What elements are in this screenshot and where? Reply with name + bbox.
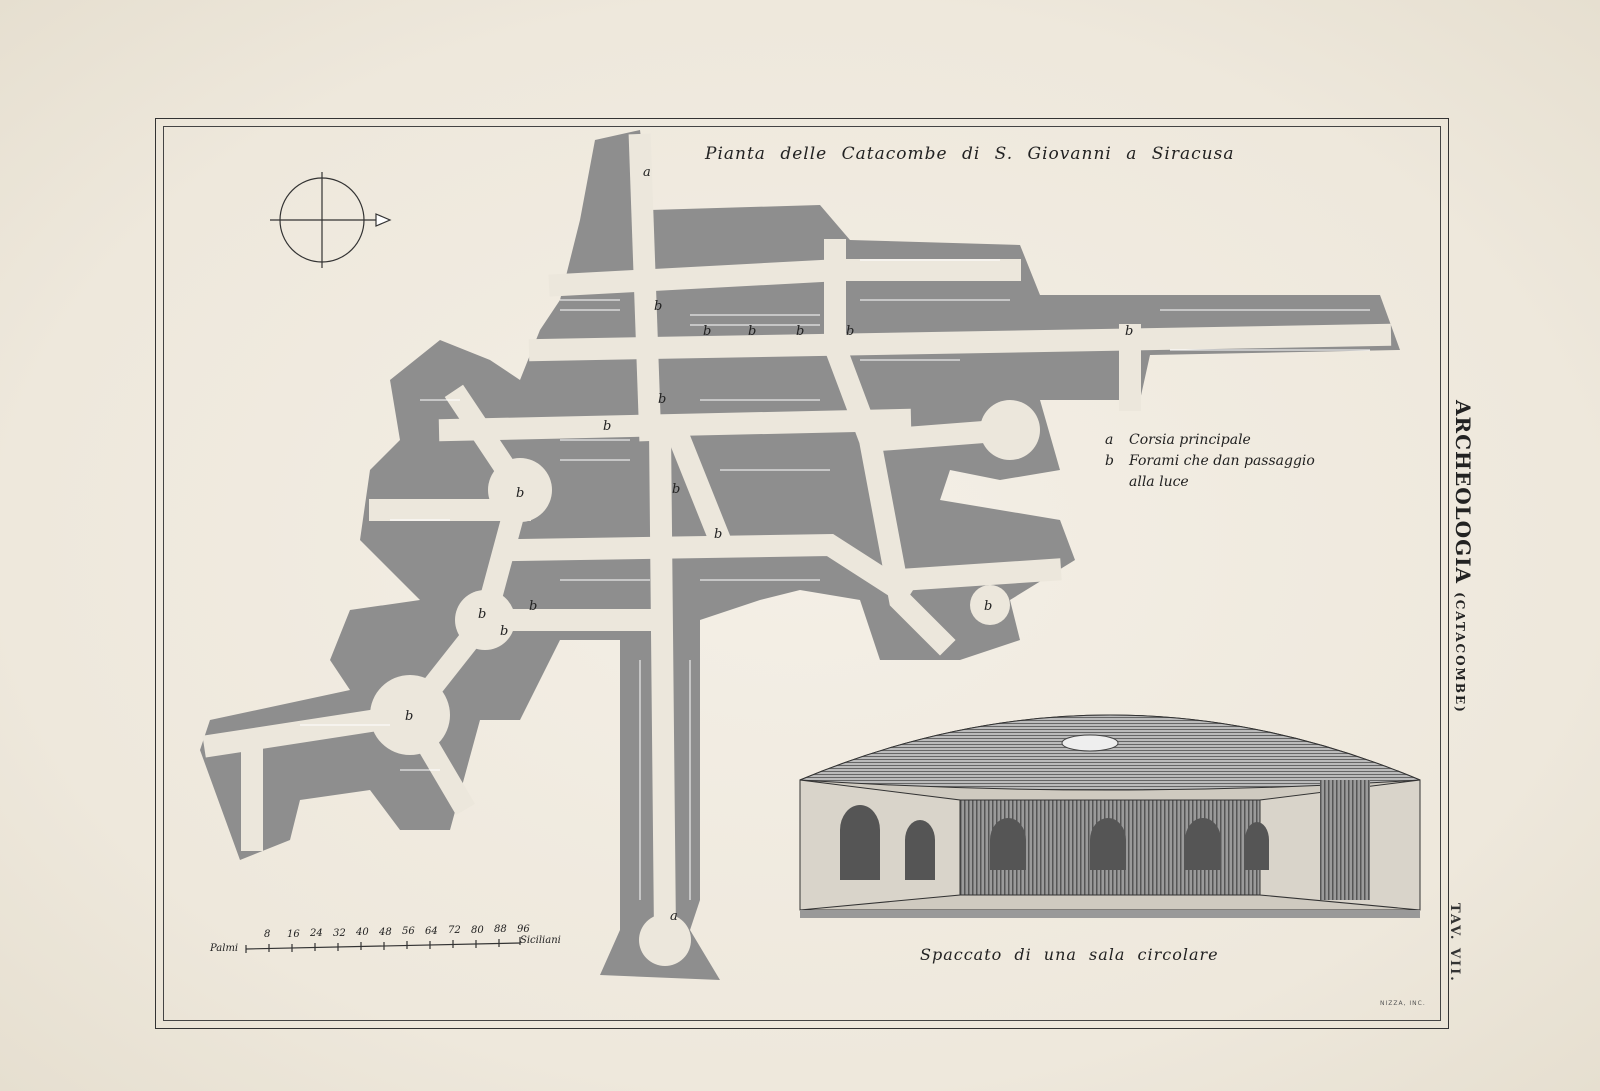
scale-tick-label: 48	[379, 926, 392, 938]
scale-tick-label: 40	[356, 927, 369, 938]
legend-text: alla luce	[1129, 474, 1189, 490]
scale-tick-label: 88	[494, 924, 507, 935]
scale-tick-label: 56	[402, 926, 415, 937]
plate-frame-outer	[155, 118, 1449, 1029]
marker-a: a	[670, 909, 678, 924]
inset-caption: Spaccato di una sala circolare	[920, 945, 1219, 964]
marker-b: b	[714, 527, 722, 542]
scale-bar	[245, 937, 521, 953]
plan-title: Pianta delle Catacombe di S. Giovanni a …	[705, 144, 1235, 164]
scale-tick-label: 32	[333, 927, 346, 939]
side-title-sub: (CATACOMBE)	[1453, 592, 1467, 714]
marker-b: b	[478, 607, 486, 622]
marker-b: b	[846, 324, 854, 339]
marker-b: b	[672, 482, 680, 497]
markers: a a b b b b b b b b b b b b b b b b	[405, 165, 1133, 924]
scale-tick-label: 80	[471, 924, 484, 936]
side-title-main: ARCHEOLOGIA	[1451, 400, 1475, 585]
loculi	[300, 259, 1370, 900]
legend-item-a: a Corsia principale	[1105, 430, 1315, 451]
marker-b: b	[703, 324, 711, 339]
side-title: ARCHEOLOGIA (CATACOMBE)	[1451, 400, 1475, 714]
marker-b: b	[984, 599, 992, 614]
compass-icon	[270, 172, 392, 268]
plate-frame-inner	[163, 126, 1441, 1021]
marker-a: a	[643, 165, 651, 180]
engraver-credit: NIZZA, INC.	[1380, 1000, 1426, 1007]
scale-right-label: Siciliani	[520, 935, 561, 946]
marker-b: b	[516, 486, 524, 501]
scale-tick-label: 72	[448, 925, 461, 936]
legend-text: Corsia principale	[1129, 432, 1251, 448]
marker-b: b	[658, 392, 666, 407]
legend-text: Forami che dan passaggio	[1129, 453, 1315, 469]
inset-cross-section	[799, 714, 1421, 918]
legend-item-b-cont: alla luce	[1105, 472, 1315, 493]
scale-tick-label: 16	[287, 928, 300, 940]
scale-tick-label: 8	[264, 929, 271, 940]
marker-b: b	[603, 419, 611, 434]
scale-tick-label: 96	[517, 923, 530, 935]
legend-key: a	[1105, 432, 1114, 448]
corridors	[202, 133, 1392, 947]
marker-b: b	[654, 299, 662, 314]
legend-key: b	[1105, 453, 1114, 469]
legend: a Corsia principale b Forami che dan passa…	[1105, 430, 1315, 493]
marker-b: b	[529, 599, 537, 614]
marker-b: b	[1125, 324, 1133, 339]
marker-b: b	[500, 624, 508, 639]
legend-item-b: b Forami che dan passaggio	[1105, 451, 1315, 472]
chambers	[370, 400, 1040, 966]
marker-b: b	[405, 709, 413, 724]
marker-b: b	[796, 324, 804, 339]
plate-number: TAV. VII.	[1447, 903, 1462, 983]
scale-tick-label: 24	[310, 928, 323, 939]
marker-b: b	[748, 324, 756, 339]
scale-left-label: Palmi	[210, 943, 239, 954]
scale-tick-label: 64	[425, 925, 438, 937]
